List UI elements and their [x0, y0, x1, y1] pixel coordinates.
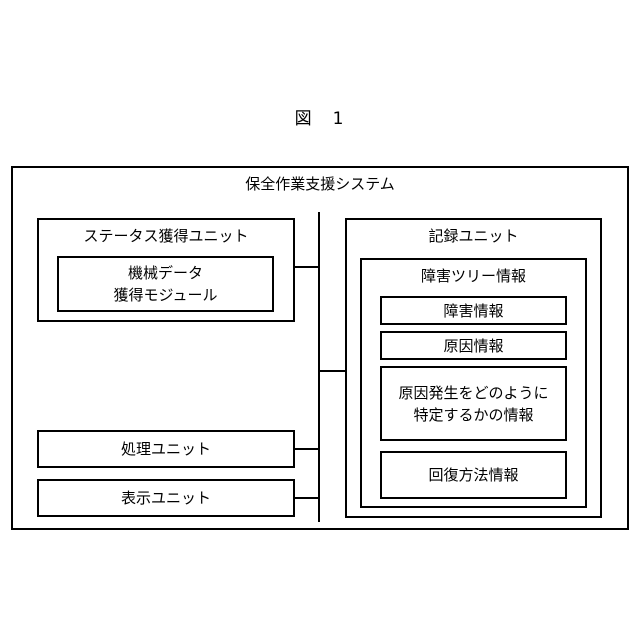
bus-line: [318, 212, 320, 522]
figure-title: 図 1: [0, 104, 640, 129]
display-unit-box: 表示ユニット: [37, 479, 295, 517]
cause-info-box: 原因情報: [380, 331, 567, 360]
connector-status-unit: [295, 266, 319, 268]
status-unit-title: ステータス獲得ユニット: [39, 226, 293, 246]
failure-info-box: 障害情報: [380, 296, 567, 325]
connector-recording-unit: [319, 370, 346, 372]
system-title: 保全作業支援システム: [13, 174, 627, 194]
processing-unit-box: 処理ユニット: [37, 430, 295, 468]
connector-display-unit: [295, 497, 319, 499]
cause-identification-info-box: 原因発生をどのように 特定するかの情報: [380, 366, 567, 441]
failure-tree-title: 障害ツリー情報: [362, 266, 585, 286]
recovery-method-info-box: 回復方法情報: [380, 451, 567, 499]
connector-processing-unit: [295, 448, 319, 450]
machine-data-module-box: 機械データ 獲得モジュール: [57, 256, 274, 312]
recording-unit-title: 記録ユニット: [347, 226, 600, 246]
